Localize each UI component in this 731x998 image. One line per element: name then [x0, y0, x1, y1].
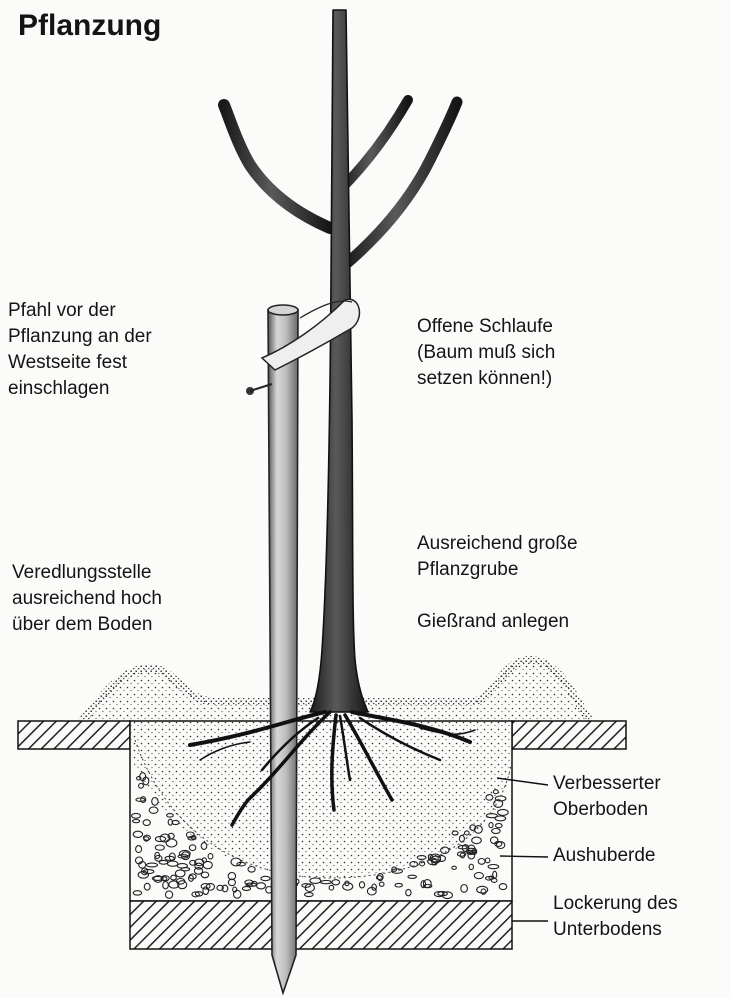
label-loosened-subsoil: Lockerung des Unterbodens — [553, 891, 678, 943]
ground-left-hatch — [18, 721, 130, 749]
label-planting-pit: Ausreichend große Pflanzgrube — [417, 531, 578, 583]
label-water-rim: Gießrand anlegen — [417, 609, 569, 635]
label-stake: Pfahl vor der Pflanzung an der Westseite… — [8, 298, 152, 402]
ground-right-hatch — [512, 721, 626, 749]
label-open-loop: Offene Schlaufe (Baum muß sich setzen kö… — [417, 314, 555, 392]
label-graft-union: Veredlungsstelle ausreichend hoch über d… — [12, 560, 162, 638]
subsoil-hatch — [130, 901, 512, 949]
label-excavated-soil: Aushuberde — [553, 843, 655, 869]
label-improved-topsoil: Verbesserter Oberboden — [553, 771, 661, 823]
stake — [268, 305, 298, 993]
